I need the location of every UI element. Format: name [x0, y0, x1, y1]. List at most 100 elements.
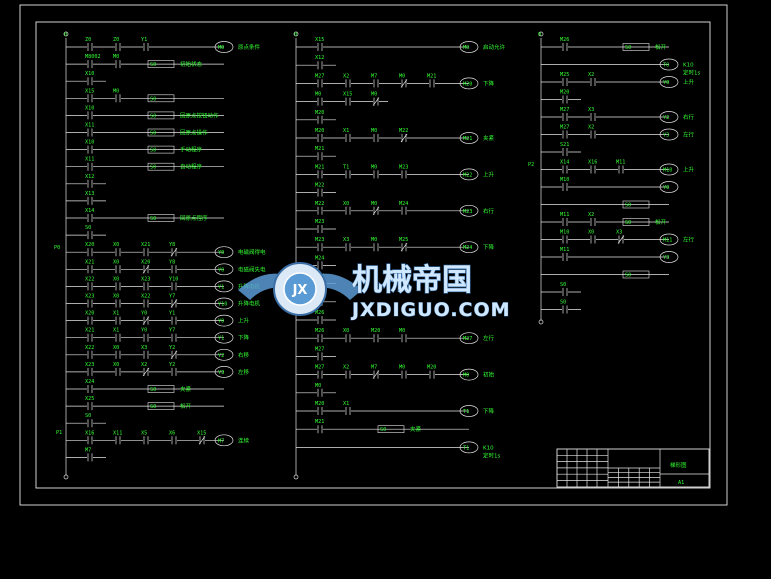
- ladder-rung: M23: [296, 219, 336, 233]
- function-box: [147, 162, 175, 171]
- contact-label: M23: [315, 237, 324, 243]
- contact-label: X1: [343, 128, 349, 134]
- contact-label: X10: [85, 71, 94, 77]
- function-box: [147, 385, 175, 393]
- contact-label: X21: [85, 259, 94, 265]
- coil-comment: 左移: [238, 368, 250, 376]
- coil-label: M23: [463, 209, 472, 215]
- contact-label: X14: [560, 160, 569, 166]
- function-box-note: 初始状态: [180, 60, 203, 68]
- ladder-rung: M7: [66, 447, 106, 462]
- contact-label: M26: [315, 310, 324, 316]
- contact-gap: [317, 370, 323, 379]
- coil-label: M21: [463, 136, 472, 142]
- coil-comment: 左行: [683, 236, 695, 244]
- contact-label: Z0: [113, 37, 119, 43]
- contact-label: X6: [169, 430, 175, 436]
- contact-gap: [317, 188, 323, 197]
- contact-label: X2: [588, 125, 594, 131]
- coil-label: Y3: [218, 370, 224, 376]
- output-coil: [214, 41, 234, 53]
- coil-label: Y0: [218, 250, 224, 256]
- output-coil: [214, 366, 234, 378]
- contact-label: M22: [315, 201, 324, 207]
- contact-nc-slash: [372, 370, 380, 379]
- contact-label: M25: [399, 237, 408, 243]
- contact-gap: [87, 77, 93, 86]
- contact-label: M7: [371, 73, 377, 79]
- column-mark-1: 0: [64, 32, 67, 38]
- contact-nc-slash: [170, 247, 178, 257]
- contact-label: X20: [85, 242, 94, 248]
- contact-label: X16: [588, 160, 597, 166]
- contact-label: X11: [113, 430, 122, 436]
- output-coil: [459, 204, 479, 217]
- contact-gap: [562, 218, 568, 226]
- contact-nc-slash: [372, 206, 380, 216]
- contact-nc-slash: [400, 79, 408, 88]
- coil-comment: 下降: [483, 79, 495, 87]
- contact-gap: [87, 299, 93, 308]
- function-box: [147, 111, 175, 120]
- contact-label: X2: [141, 362, 147, 368]
- contact-gap: [345, 170, 351, 179]
- contact-label: M23: [399, 164, 408, 170]
- contact-gap: [590, 113, 596, 121]
- coil-label: Y2: [663, 115, 669, 121]
- contact-nc-slash: [400, 133, 408, 143]
- contact-gap: [345, 370, 351, 379]
- contact-gap: [115, 333, 121, 342]
- contact-gap: [345, 243, 351, 252]
- coil-comment: 上升: [683, 166, 695, 174]
- contact-label: M27: [560, 125, 569, 131]
- contact-gap: [373, 79, 379, 88]
- contact-label: Y2: [169, 345, 175, 351]
- coil-comment: 启动允许: [483, 43, 506, 51]
- contact-nc-slash: [198, 436, 206, 445]
- function-box-label: S0: [150, 62, 156, 68]
- contact-gap: [562, 95, 568, 104]
- contact-gap: [87, 179, 93, 188]
- contact-label: X0: [113, 242, 119, 248]
- function-box-label: S0: [625, 220, 631, 226]
- ladder-rung: X22X0X23Y10Y1升降电机: [66, 276, 261, 293]
- contact-label: M7: [85, 447, 91, 453]
- coil-label: M22: [463, 172, 472, 178]
- output-coil: [459, 441, 479, 454]
- coil-label: Y10: [218, 302, 227, 308]
- coil-comment: 电磁阀失电: [238, 265, 266, 273]
- contact-gap: [373, 334, 379, 343]
- contact-label: X20: [141, 259, 150, 265]
- contact-gap: [115, 282, 121, 291]
- contact-label: M27: [560, 107, 569, 113]
- function-box: [622, 43, 650, 51]
- contact-label: M22: [399, 128, 408, 134]
- coil-comment: 上升: [683, 78, 695, 86]
- contact-gap: [345, 407, 351, 415]
- contact-gap: [562, 43, 568, 51]
- contact-gap: [317, 79, 323, 88]
- contact-label: X3: [343, 237, 349, 243]
- contact-label: M21: [315, 146, 324, 152]
- coil-comment: 下降: [483, 243, 495, 251]
- contact-gap: [317, 334, 323, 343]
- contact-label: M0: [371, 237, 377, 243]
- coil-comment: 左行: [683, 131, 695, 139]
- ladder-rung: M27: [296, 346, 336, 361]
- output-coil: [659, 76, 679, 88]
- output-coil: [214, 297, 234, 310]
- coil-label: Y3: [663, 255, 669, 261]
- contact-label: X22: [85, 345, 94, 351]
